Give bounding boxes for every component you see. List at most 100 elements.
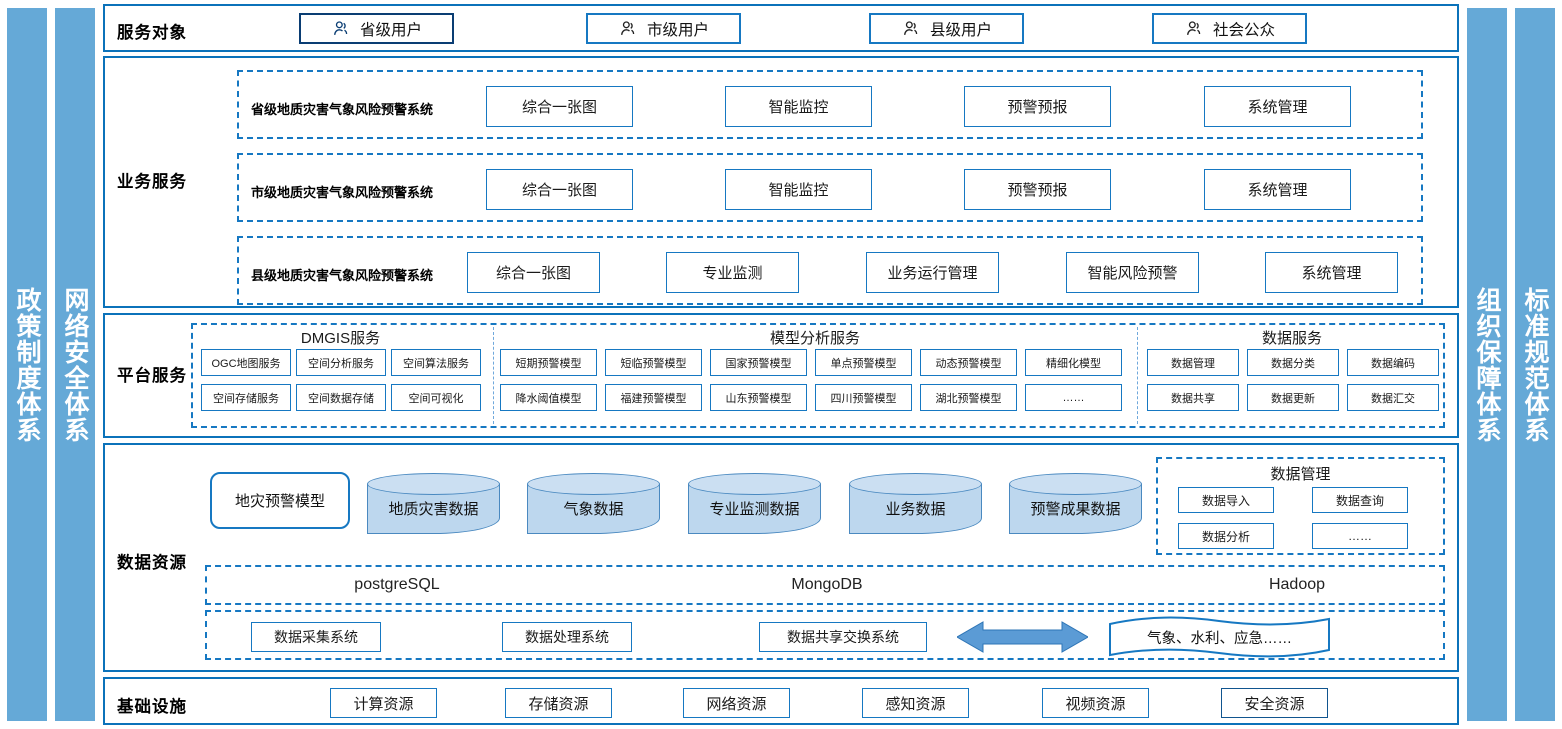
business-module[interactable]: 综合一张图 bbox=[486, 86, 633, 127]
platform-service-box[interactable]: 精细化模型 bbox=[1025, 349, 1122, 376]
data-cylinder-geohazard[interactable]: 地质灾害数据 bbox=[367, 473, 500, 534]
platform-service-box[interactable]: 短期预警模型 bbox=[500, 349, 597, 376]
infrastructure-item-sensing[interactable]: 感知资源 bbox=[862, 688, 969, 718]
infrastructure-item-security[interactable]: 安全资源 bbox=[1221, 688, 1328, 718]
business-system-name: 县级地质灾害气象风险预警系统 bbox=[251, 268, 434, 283]
platform-service-box[interactable]: 四川预警模型 bbox=[815, 384, 912, 411]
platform-service-box[interactable]: 数据管理 bbox=[1147, 349, 1239, 376]
platform-service-box[interactable]: 空间分析服务 bbox=[296, 349, 386, 376]
platform-service-box[interactable]: 数据共享 bbox=[1147, 384, 1239, 411]
infrastructure-item-storage[interactable]: 存储资源 bbox=[505, 688, 612, 718]
platform-service-box[interactable]: 空间可视化 bbox=[391, 384, 481, 411]
business-module[interactable]: 系统管理 bbox=[1204, 86, 1351, 127]
panel-data-resources: 数据资源 地灾预警模型 地质灾害数据 气象数据 专业监测数据 业务数据 预警成 bbox=[103, 443, 1459, 672]
business-module[interactable]: 预警预报 bbox=[964, 86, 1111, 127]
infrastructure-item-video[interactable]: 视频资源 bbox=[1042, 688, 1149, 718]
sidebar-network-security-label: 网络安全体系 bbox=[61, 286, 89, 443]
cylinder-label: 专业监测数据 bbox=[709, 501, 800, 518]
panel-infrastructure: 基础设施 计算资源 存储资源 网络资源 感知资源 视频资源 安全资源 bbox=[103, 677, 1459, 725]
database-group: postgreSQL MongoDB Hadoop bbox=[205, 565, 1445, 605]
platform-service-box[interactable]: 数据汇交 bbox=[1347, 384, 1439, 411]
data-management-item[interactable]: 数据分析 bbox=[1178, 523, 1274, 549]
panel-label-platform-services: 平台服务 bbox=[117, 367, 187, 385]
user-icon bbox=[331, 19, 351, 39]
data-cylinder-meteorology[interactable]: 气象数据 bbox=[527, 473, 660, 534]
sidebar-standards-system: 标准规范体系 bbox=[1515, 8, 1555, 721]
data-management-title: 数据管理 bbox=[1270, 466, 1331, 483]
data-management-item[interactable]: 数据导入 bbox=[1178, 487, 1274, 513]
platform-service-box[interactable]: 福建预警模型 bbox=[605, 384, 702, 411]
business-module[interactable]: 预警预报 bbox=[964, 169, 1111, 210]
audience-item-public[interactable]: 社会公众 bbox=[1152, 13, 1307, 44]
infrastructure-item-network[interactable]: 网络资源 bbox=[683, 688, 790, 718]
cylinder-label: 预警成果数据 bbox=[1030, 501, 1121, 518]
cylinder-top bbox=[367, 473, 500, 495]
sidebar-policy-system: 政策制度体系 bbox=[7, 8, 47, 721]
platform-service-box[interactable]: 短临预警模型 bbox=[605, 349, 702, 376]
audience-label: 县级用户 bbox=[929, 21, 992, 39]
platform-service-box[interactable]: 数据编码 bbox=[1347, 349, 1439, 376]
database-label-postgresql: postgreSQL bbox=[354, 576, 440, 593]
platform-service-box[interactable]: 空间存储服务 bbox=[201, 384, 291, 411]
data-system-box[interactable]: 数据共享交换系统 bbox=[759, 622, 927, 652]
platform-service-box[interactable]: 单点预警模型 bbox=[815, 349, 912, 376]
audience-item-provincial-user[interactable]: 省级用户 bbox=[299, 13, 454, 44]
data-cylinder-professional-monitoring[interactable]: 专业监测数据 bbox=[688, 473, 821, 534]
platform-service-box[interactable]: 国家预警模型 bbox=[710, 349, 807, 376]
business-module[interactable]: 专业监测 bbox=[666, 252, 799, 293]
panel-label-service-audience: 服务对象 bbox=[117, 24, 187, 42]
data-management-item[interactable]: …… bbox=[1312, 523, 1408, 549]
business-module[interactable]: 业务运行管理 bbox=[866, 252, 999, 293]
data-management-item[interactable]: 数据查询 bbox=[1312, 487, 1408, 513]
cylinder-top bbox=[527, 473, 660, 495]
external-agencies-shape[interactable]: 气象、水利、应急…… bbox=[1107, 615, 1332, 659]
platform-service-box[interactable]: 空间算法服务 bbox=[391, 349, 481, 376]
platform-divider bbox=[493, 327, 494, 424]
data-system-box[interactable]: 数据处理系统 bbox=[502, 622, 632, 652]
cylinder-top bbox=[688, 473, 821, 495]
panel-label-data-resources: 数据资源 bbox=[117, 554, 187, 572]
platform-group-data-services: 数据服务 数据管理 数据分类 数据编码 数据共享 数据更新 数据汇交 bbox=[1142, 325, 1442, 426]
business-system-name: 市级地质灾害气象风险预警系统 bbox=[251, 185, 434, 200]
platform-service-box[interactable]: 动态预警模型 bbox=[920, 349, 1017, 376]
business-module[interactable]: 综合一张图 bbox=[486, 169, 633, 210]
platform-service-box[interactable]: …… bbox=[1025, 384, 1122, 411]
platform-service-box[interactable]: 湖北预警模型 bbox=[920, 384, 1017, 411]
business-system-name: 省级地质灾害气象风险预警系统 bbox=[251, 102, 434, 117]
business-module[interactable]: 智能监控 bbox=[725, 169, 872, 210]
platform-group-title: DMGIS服务 bbox=[300, 330, 381, 347]
audience-item-city-user[interactable]: 市级用户 bbox=[586, 13, 741, 44]
platform-divider bbox=[1137, 327, 1138, 424]
audience-label: 社会公众 bbox=[1212, 21, 1275, 39]
cylinder-top bbox=[1009, 473, 1142, 495]
platform-service-box[interactable]: 空间数据存储 bbox=[296, 384, 386, 411]
data-cylinder-business[interactable]: 业务数据 bbox=[849, 473, 982, 534]
audience-label: 省级用户 bbox=[359, 21, 422, 39]
panel-label-infrastructure: 基础设施 bbox=[117, 698, 187, 716]
cylinder-top bbox=[849, 473, 982, 495]
business-module[interactable]: 系统管理 bbox=[1265, 252, 1398, 293]
platform-service-box[interactable]: 数据更新 bbox=[1247, 384, 1339, 411]
cylinder-label: 地质灾害数据 bbox=[388, 501, 479, 518]
audience-item-county-user[interactable]: 县级用户 bbox=[869, 13, 1024, 44]
data-cylinder-warning-results[interactable]: 预警成果数据 bbox=[1009, 473, 1142, 534]
platform-group-title: 模型分析服务 bbox=[769, 330, 860, 347]
platform-service-box[interactable]: 山东预警模型 bbox=[710, 384, 807, 411]
infrastructure-item-compute[interactable]: 计算资源 bbox=[330, 688, 437, 718]
sidebar-policy-label: 政策制度体系 bbox=[13, 286, 41, 443]
business-module[interactable]: 系统管理 bbox=[1204, 169, 1351, 210]
user-icon bbox=[1184, 19, 1204, 39]
business-group-county: 县级地质灾害气象风险预警系统 综合一张图 专业监测 业务运行管理 智能风险预警 … bbox=[237, 236, 1423, 305]
business-module[interactable]: 智能风险预警 bbox=[1066, 252, 1199, 293]
platform-service-box[interactable]: OGC地图服务 bbox=[201, 349, 291, 376]
business-module[interactable]: 综合一张图 bbox=[467, 252, 600, 293]
platform-service-box[interactable]: 数据分类 bbox=[1247, 349, 1339, 376]
data-model-box[interactable]: 地灾预警模型 bbox=[210, 472, 350, 529]
database-label-hadoop: Hadoop bbox=[1268, 576, 1326, 593]
data-system-box[interactable]: 数据采集系统 bbox=[251, 622, 381, 652]
platform-service-box[interactable]: 降水阈值模型 bbox=[500, 384, 597, 411]
sidebar-organization-system: 组织保障体系 bbox=[1467, 8, 1507, 721]
business-module[interactable]: 智能监控 bbox=[725, 86, 872, 127]
sidebar-organization-label: 组织保障体系 bbox=[1473, 286, 1501, 443]
data-systems-group: 数据采集系统 数据处理系统 数据共享交换系统 气象、水利、应急…… bbox=[205, 610, 1445, 660]
